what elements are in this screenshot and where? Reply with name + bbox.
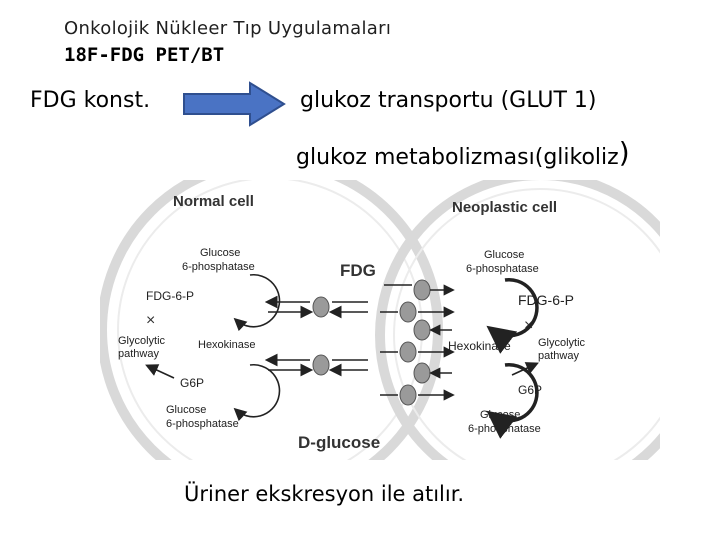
neo-glycolytic-1: Glycolytic — [538, 337, 586, 349]
slide-title: Onkolojik Nükleer Tıp Uygulamaları — [64, 18, 392, 39]
normal-transport-arrows — [264, 295, 368, 377]
normal-block-icon: × — [146, 312, 155, 329]
normal-cell-label: Normal cell — [173, 193, 254, 210]
normal-glucose-6p-bot-2: 6-phosphatase — [166, 418, 239, 430]
fdg-konst-label: FDG konst. — [30, 88, 151, 113]
normal-lower-cycle-arrow — [233, 363, 281, 422]
normal-g6p: G6P — [180, 376, 204, 390]
normal-fdg6p: FDG-6-P — [146, 289, 194, 303]
normal-upper-cycle-arrow — [233, 273, 281, 332]
neoplastic-cell-label: Neoplastic cell — [452, 199, 557, 216]
normal-glucose-6p-top-1: Glucose — [200, 247, 240, 259]
normal-glucose-6p-top-2: 6-phosphatase — [182, 261, 255, 273]
right-arrow-icon — [183, 81, 286, 127]
neo-fdg6p: FDG-6-P — [518, 292, 574, 308]
neo-glucose-6p-top-1: Glucose — [484, 249, 524, 261]
normal-glycolytic-2: pathway — [118, 348, 159, 360]
normal-glycolytic-arrow — [145, 364, 175, 379]
fdg-label: FDG — [340, 261, 376, 280]
normal-glucose-6p-bot-1: Glucose — [166, 404, 206, 416]
glycolysis-line: glukoz metabolizması(glikoliz) — [296, 136, 630, 171]
footer-text: Üriner ekskresyon ile atılır. — [184, 482, 465, 506]
neo-lower-cycle-arrow — [486, 362, 539, 439]
glycolysis-paren: ) — [618, 136, 630, 169]
neoplastic-cell-membrane — [375, 180, 660, 460]
fdg-uptake-diagram: Normal cell Glucose 6-phosphatase FDG-6-… — [100, 180, 660, 460]
glut-line: glukoz transportu (GLUT 1) — [300, 88, 597, 113]
dglucose-label: D-glucose — [298, 433, 380, 452]
glycolysis-text: glukoz metabolizması(glikoliz — [296, 145, 619, 170]
neo-glucose-6p-bot-2: 6-phosphatase — [468, 423, 541, 435]
neoplastic-transport-arrows — [380, 279, 455, 406]
neoplastic-cell-inner — [393, 188, 660, 460]
neo-glucose-6p-top-2: 6-phosphatase — [466, 263, 539, 275]
normal-hexokinase: Hexokinase — [198, 339, 255, 351]
neo-hexokinase: Hexokinase — [448, 339, 511, 353]
slide-subtitle: 18F-FDG PET/BT — [64, 44, 225, 66]
neo-upper-cycle-arrow — [486, 277, 539, 354]
neo-glycolytic-2: pathway — [538, 350, 579, 362]
neo-glycolytic-arrow — [511, 362, 539, 376]
normal-glycolytic-1: Glycolytic — [118, 335, 166, 347]
